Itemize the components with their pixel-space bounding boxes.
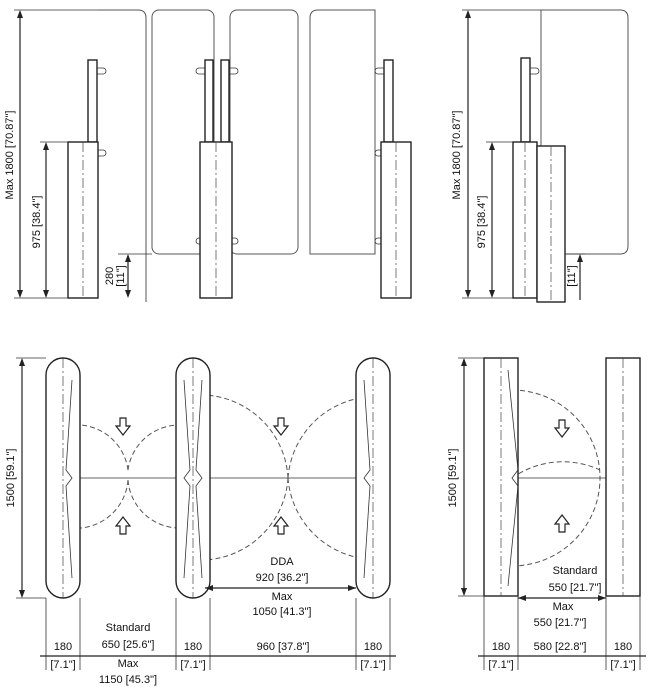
max-value-2: 580 [22.8"] — [534, 641, 587, 653]
panel-stem — [220, 59, 230, 143]
standard-label: Standard — [553, 565, 598, 577]
plan-right: 1500 [59.1"] Standard 550 [21.7"] Max 55… — [447, 357, 646, 671]
panel-stem — [87, 59, 98, 143]
dim-length: 1500 [59.1"] — [5, 449, 17, 508]
panel-stem — [204, 59, 214, 143]
glass-panel — [98, 9, 147, 302]
dim-clearance-in: [11"] — [115, 265, 127, 286]
glass-panel — [309, 9, 376, 255]
elevation-left: Max 1800 [70.87"] 975 [38.4"] 280 [11"] — [4, 9, 412, 302]
dda-value: 920 [36.2"] — [256, 572, 309, 584]
dim-max-height: Max 1800 [70.87"] — [451, 111, 463, 200]
post-width-mm: 180 — [614, 641, 632, 653]
arrow-down-icon — [553, 419, 571, 438]
dim-post-height: 975 [38.4"] — [31, 196, 43, 249]
max-label: Max — [272, 591, 293, 603]
glass-panel — [151, 9, 215, 255]
plan-left: 1500 [59.1"] DDA 920 [36.2"] Max 1050 [4… — [5, 357, 396, 686]
max2-label: Max — [118, 658, 139, 670]
post-width-mm: 180 — [184, 641, 202, 653]
dim-clearance-mm: 280 — [104, 267, 116, 285]
post-width-in: [7.1"] — [50, 659, 75, 671]
panel-brackets — [97, 67, 384, 245]
post-width-in: [7.1"] — [360, 659, 385, 671]
elevation-right: Max 1800 [70.87"] 975 [38.4"] [11"] — [451, 9, 629, 303]
post-width-mm: 180 — [364, 641, 382, 653]
dim-max-height: Max 1800 [70.87"] — [4, 111, 16, 200]
arrow-up-icon — [272, 516, 290, 535]
max-value: 1050 [41.3"] — [253, 606, 312, 618]
standard-value: 550 [21.7"] — [549, 582, 602, 594]
dim-length: 1500 [59.1"] — [447, 449, 459, 508]
standard-label: Standard — [106, 622, 151, 634]
arrow-up-icon — [114, 516, 132, 535]
dda-label: DDA — [270, 556, 294, 568]
post-width-in: [7.1"] — [610, 659, 635, 671]
post-width-in: [7.1"] — [488, 659, 513, 671]
dim-clearance-in: [11"] — [566, 265, 578, 286]
post-width-in: [7.1"] — [180, 659, 205, 671]
glass-panel — [229, 9, 299, 255]
arrow-up-icon — [553, 514, 571, 533]
panel-stem — [383, 59, 394, 143]
arrow-down-icon — [272, 417, 290, 436]
standard-value: 650 [25.6"] — [102, 639, 155, 651]
post-width-mm: 180 — [54, 641, 72, 653]
max-label: Max — [553, 601, 574, 613]
dim-post-height: 975 [38.4"] — [476, 196, 488, 249]
gap-value: 960 [37.8"] — [257, 641, 310, 653]
max2-value: 1150 [45.3"] — [99, 674, 157, 686]
panel-stem — [520, 57, 531, 143]
post-width-mm: 180 — [492, 641, 510, 653]
arrow-down-icon — [114, 417, 132, 436]
max-value: 550 [21.7"] — [534, 617, 587, 629]
